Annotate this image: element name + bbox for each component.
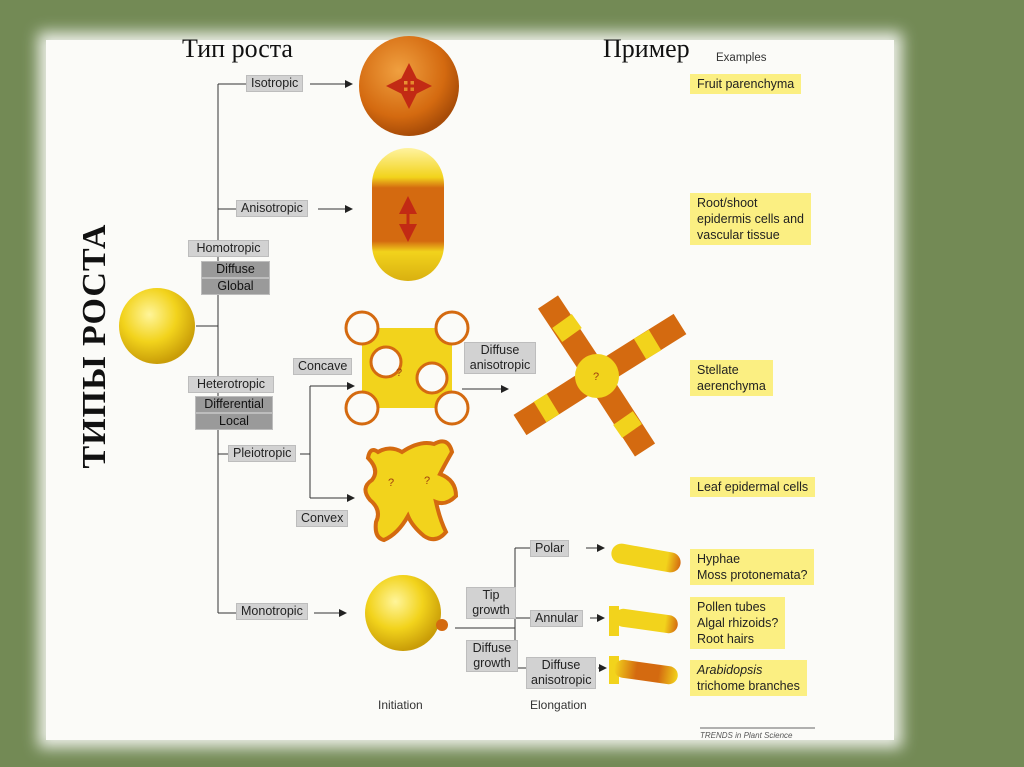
svg-text:?: ? [396,367,402,379]
label-homotropic: Homotropic [188,240,269,257]
monotropic-cell [365,575,448,651]
isotropic-cell [359,36,459,136]
diffuse-anisotropic-rod [609,656,678,685]
label-diffuse-growth: Diffuse growth [466,640,518,672]
label-monotropic: Monotropic [236,603,308,620]
label-annular: Annular [530,610,584,627]
svg-text:?: ? [424,475,430,487]
label-convex: Convex [296,510,349,527]
example-root-shoot: Root/shoot epidermis cells and vascular … [690,193,811,245]
examples-header: Examples [716,52,767,64]
example-pollen: Pollen tubes Algal rhizoids? Root hairs [690,597,786,649]
polar-rod [611,543,681,573]
stellate-cell: ? [513,295,687,457]
label-global: Global [201,278,270,295]
annular-rod [609,606,678,636]
example-hyphae: Hyphae Moss protonemata? [690,549,815,585]
label-diffuse-anisotropic-2: Diffuse anisotropic [526,657,596,689]
label-anisotropic: Anisotropic [236,200,308,217]
label-concave: Concave [293,358,353,375]
svg-text:?: ? [593,371,599,383]
example-leaf: Leaf epidermal cells [690,477,816,497]
label-pleiotropic: Pleiotropic [228,445,297,462]
footer-initiation: Initiation [378,698,423,712]
label-isotropic: Isotropic [246,75,304,92]
example-heading: Пример [603,34,690,63]
footer-elongation: Elongation [530,698,587,712]
label-local: Local [195,413,273,430]
anisotropic-cell [372,148,444,281]
concave-tissue: ? [344,310,470,426]
connector-lines [196,80,815,729]
convex-cell: ? ? [363,439,459,543]
example-fruit: Fruit parenchyma [690,74,802,94]
arabidopsis-rest: trichome branches [697,679,800,693]
label-differential: Differential [195,396,273,413]
label-diffuse: Diffuse [201,261,270,278]
arabidopsis-italic: Arabidopsis [697,663,763,677]
label-diffuse-anisotropic: Diffuse anisotropic [464,342,536,374]
label-heterotropic: Heterotropic [188,376,274,393]
svg-text:?: ? [388,477,394,489]
label-polar: Polar [530,540,570,557]
example-arabidopsis: Arabidopsis trichome branches [690,660,807,696]
vertical-title: ТИПЫ РОСТА [76,223,113,469]
growth-type-heading: Тип роста [182,34,293,63]
label-tip-growth: Tip growth [466,587,516,619]
initial-cell [119,288,195,364]
footer-source: TRENDS in Plant Science [700,731,793,740]
example-stellate: Stellate aerenchyma [690,360,773,396]
